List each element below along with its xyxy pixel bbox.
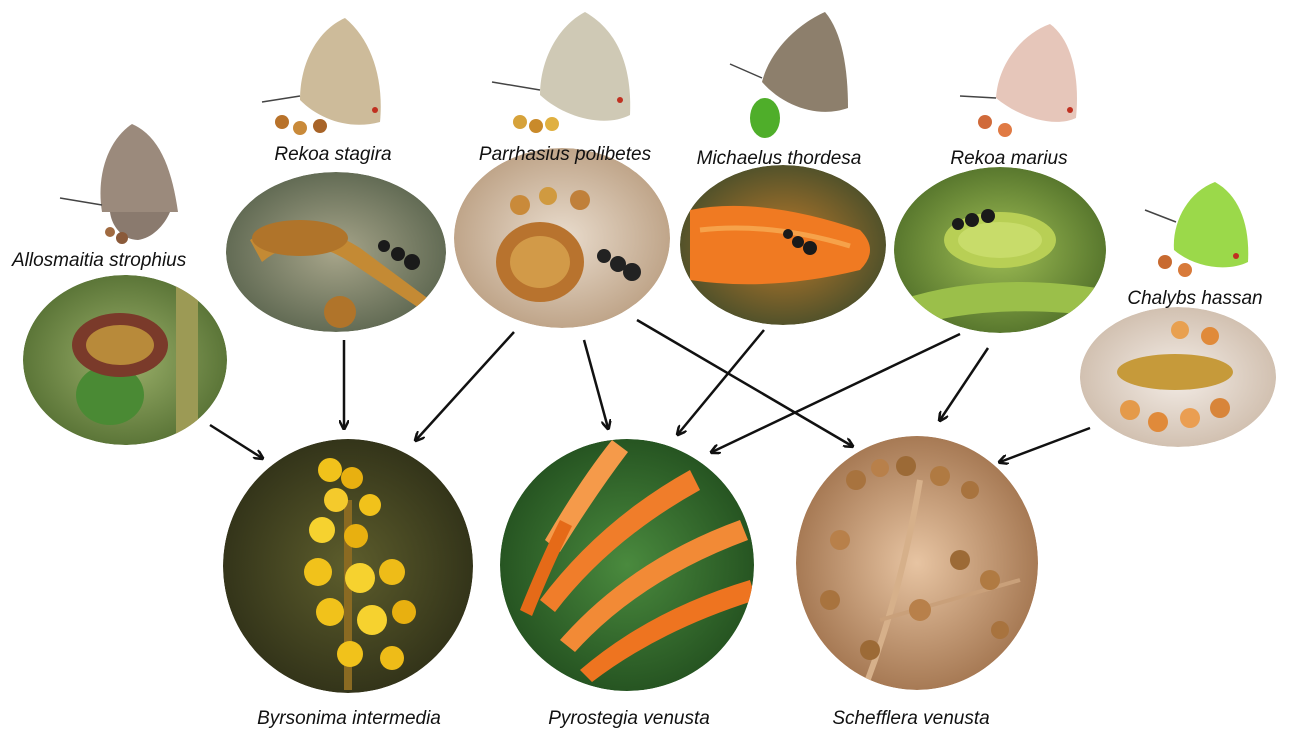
photo-parrhasius-larva bbox=[454, 148, 670, 328]
photo-byrsonima bbox=[223, 439, 473, 693]
butterfly-parrhasius-photo bbox=[492, 12, 630, 133]
arrow-chalybs-schefflera bbox=[1000, 428, 1090, 462]
label-schefflera-venusta: Schefflera venusta bbox=[832, 708, 989, 730]
label-allosmaitia-strophius: Allosmaitia strophius bbox=[12, 250, 186, 272]
label-parrhasius-polibetes: Parrhasius polibetes bbox=[479, 144, 651, 166]
butterfly-rekoa-marius-photo bbox=[960, 24, 1077, 137]
label-pyrostegia-venusta: Pyrostegia venusta bbox=[548, 708, 710, 730]
label-chalybs-hassan: Chalybs hassan bbox=[1127, 288, 1262, 310]
photo-schefflera bbox=[796, 436, 1038, 700]
photo-rekoa-stagira-larva bbox=[226, 172, 446, 332]
label-michaelus-thordesa: Michaelus thordesa bbox=[697, 148, 862, 170]
butterfly-rekoa-stagira-photo bbox=[262, 18, 381, 135]
arrow-rekoa-marius-schefflera bbox=[940, 348, 988, 420]
arrow-michaelus-pyrostegia bbox=[678, 330, 764, 434]
arrow-parrhasius-pyrostegia bbox=[584, 340, 608, 428]
photo-chalybs-larva bbox=[1080, 307, 1276, 447]
photo-pyrostegia bbox=[500, 439, 756, 691]
label-rekoa-marius: Rekoa marius bbox=[950, 148, 1067, 170]
label-rekoa-stagira: Rekoa stagira bbox=[274, 144, 391, 166]
butterfly-allosmaitia-photo bbox=[60, 124, 178, 244]
label-byrsonima-intermedia: Byrsonima intermedia bbox=[257, 708, 441, 730]
butterfly-chalybs-photo bbox=[1145, 182, 1248, 277]
butterfly-michaelus-photo bbox=[730, 12, 848, 138]
photo-allosmaitia-larva bbox=[23, 275, 227, 450]
photo-rekoa-marius-larva bbox=[894, 167, 1110, 333]
arrow-parrhasius-byrsonima bbox=[416, 332, 514, 440]
arrow-allosmaitia-byrsonima bbox=[210, 425, 262, 458]
arrow-rekoa-marius-pyrostegia bbox=[712, 334, 960, 452]
photo-michaelus-larva bbox=[680, 165, 886, 325]
arrow-parrhasius-schefflera bbox=[637, 320, 852, 446]
